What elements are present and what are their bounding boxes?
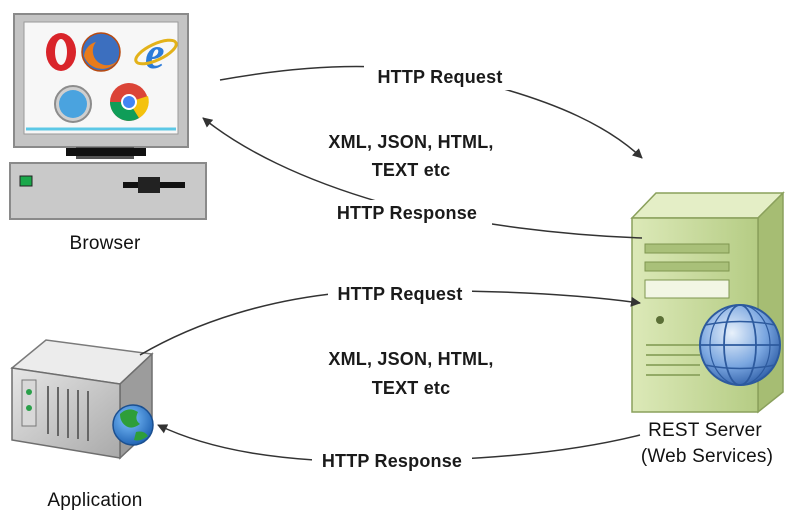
- globe-icon: [699, 304, 781, 386]
- top-request-label: HTTP Request: [377, 67, 503, 87]
- server-label-line1: REST Server: [648, 420, 762, 441]
- bottom-payload-label-line1: XML, JSON, HTML,: [328, 349, 494, 369]
- server-label-line2: (Web Services): [640, 446, 774, 467]
- bottom-payload-label-line2: TEXT etc: [371, 378, 451, 398]
- firefox-icon: [81, 32, 121, 72]
- application-label: Application: [47, 490, 143, 511]
- opera-icon: [46, 33, 76, 71]
- top-payload-label-line1: XML, JSON, HTML,: [328, 132, 494, 152]
- bottom-request-label: HTTP Request: [337, 284, 463, 304]
- earth-globe-icon: [112, 404, 154, 446]
- ie-icon: e: [134, 29, 178, 78]
- safari-icon: [54, 85, 92, 123]
- top-payload-label-line2: TEXT etc: [371, 160, 451, 180]
- top-response-label: HTTP Response: [336, 203, 478, 223]
- browser-label: Browser: [69, 233, 141, 254]
- chrome-icon: [110, 83, 149, 121]
- bottom-response-label: HTTP Response: [321, 451, 463, 471]
- svg-text:e: e: [145, 29, 165, 78]
